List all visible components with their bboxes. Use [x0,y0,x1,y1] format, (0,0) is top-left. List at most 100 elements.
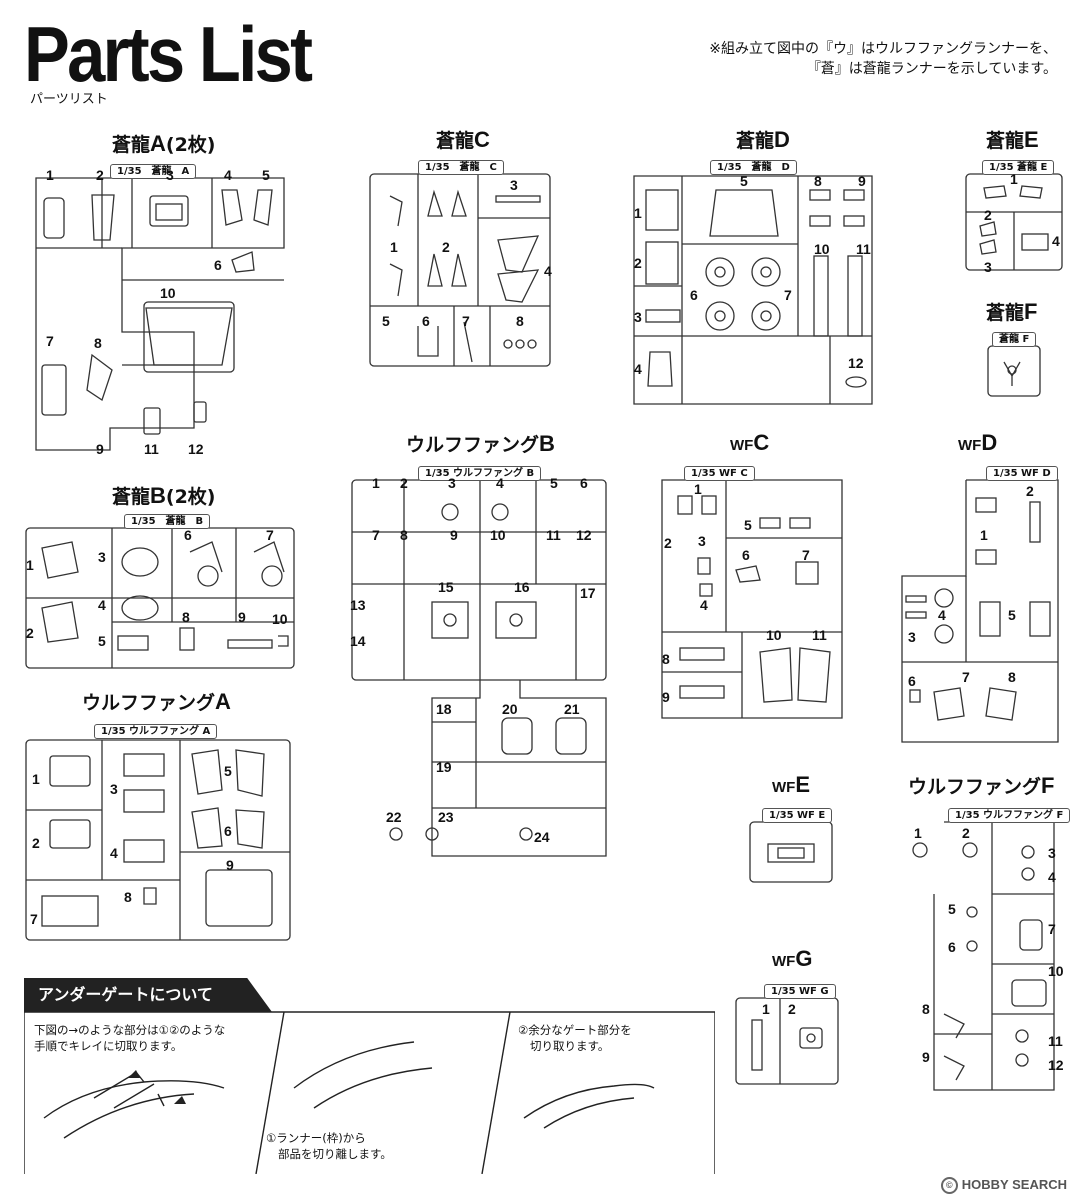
part-number: 2 [1026,483,1034,499]
part-number: 3 [98,549,106,565]
runner-note-line2: 『蒼』は蒼龍ランナーを示しています。 [806,61,1057,77]
part-number: 6 [908,673,916,689]
part-number: 8 [1008,669,1016,685]
part-number: 3 [1048,845,1056,861]
part-number: 11 [856,241,871,257]
part-number: 1 [914,825,922,841]
part-number: 4 [496,475,504,491]
part-number: 3 [110,781,118,797]
part-number: 22 [386,809,402,825]
runner-note-line1: ※組み立て図中の『ウ』はウルフファングランナーを、 [709,41,1057,57]
runner-title-letter: D [774,127,790,152]
part-number: 6 [580,475,588,491]
part-number: 10 [766,627,782,643]
part-number: 1 [26,557,34,573]
runner-title-letter: A [150,131,166,156]
runner-tag: 蒼龍 F [992,332,1037,347]
part-number: 7 [462,313,470,329]
copyright-icon: © [940,1177,958,1194]
part-number: 9 [238,609,246,625]
part-number: 9 [226,857,234,873]
part-number: 17 [580,585,596,601]
part-number: 24 [534,829,550,845]
runner-title-prefix: WF [772,953,796,970]
runner-wolf-a: 1/35 ウルフファング A 1 2 3 4 5 6 7 8 9 [24,720,296,950]
part-number: 2 [26,625,34,641]
part-number: 6 [948,939,956,955]
part-number: 8 [516,313,524,329]
part-number: 8 [662,651,670,667]
part-number: 6 [224,823,232,839]
runner-soryu-b: 1/35 蒼龍 B 1 2 3 4 5 6 7 8 9 10 [22,512,302,672]
runner-tag: 1/35 蒼龍 C [418,160,504,175]
runner-title-letter: C [753,430,770,455]
part-number: 12 [1048,1057,1064,1073]
part-number: 4 [1052,233,1060,249]
part-number: 3 [448,475,456,491]
part-number: 8 [922,1001,930,1017]
runner-soryu-d: 1/35 蒼龍 D 1 2 3 4 5 6 7 8 9 10 11 12 [630,156,880,408]
part-number: 7 [30,911,38,927]
runner-tag: 1/35 WF C [684,466,755,481]
part-number: 1 [980,527,988,543]
runner-title-soryu-c: 蒼龍C [436,126,490,153]
part-number: 4 [634,361,642,377]
part-number: 10 [814,241,830,257]
part-number: 7 [372,527,380,543]
runner-wolf-b: 1/35 ウルフファング B 1 2 3 4 5 6 7 8 9 10 11 1… [350,462,612,858]
runner-title-letter: B [539,431,555,456]
part-number: 3 [984,259,992,275]
runner-title-wolf-a: ウルフファングA [82,688,231,715]
runner-title-prefix: ウルフファング [406,434,540,456]
runner-title-prefix: WF [772,779,796,796]
runner-frame [661,479,843,719]
runner-title-soryu-d: 蒼龍D [736,126,790,153]
part-number: 6 [690,287,698,303]
part-number: 21 [564,701,580,717]
runner-wf-d: 1/35 WF D 1 2 3 4 5 6 7 8 [900,462,1066,746]
undergate-panel [24,1011,715,1174]
part-number: 2 [634,255,642,271]
part-number: 11 [144,441,159,457]
part-number: 15 [438,579,454,595]
part-number: 3 [510,177,518,193]
runner-tag: 1/35 WF E [762,808,833,823]
part-number: 8 [814,173,822,189]
part-number: 4 [110,845,118,861]
part-number: 4 [700,597,708,613]
runner-wolf-f: 1/35 ウルフファング F 1 2 3 4 5 6 7 8 9 10 11 1… [904,804,1071,1096]
part-number: 7 [962,669,970,685]
part-number: 5 [98,633,106,649]
runner-title-wf-c: WFC [730,430,769,456]
runner-wf-e: 1/35 WF E [748,804,838,886]
part-number: 12 [848,355,864,371]
part-number: 4 [1048,869,1056,885]
runner-title-suffix: (2枚) [165,486,216,508]
part-number: 5 [550,475,558,491]
part-number: 19 [436,759,452,775]
runner-tag: 1/35 蒼龍 D [710,160,797,175]
runner-title-soryu-a: 蒼龍A(2枚) [112,130,216,157]
runner-title-letter: G [795,946,813,971]
part-number: 10 [1048,963,1064,979]
page-subtitle: パーツリスト [30,92,108,107]
part-number: 16 [514,579,530,595]
part-number: 8 [400,527,408,543]
part-number: 9 [96,441,104,457]
part-number: 9 [922,1049,930,1065]
runner-title-prefix: 蒼龍 [736,130,775,152]
part-number: 1 [390,239,398,255]
runner-soryu-e: 1/35 蒼龍 E 1 2 3 4 [964,156,1070,274]
runner-soryu-f: 蒼龍 F [986,328,1046,400]
watermark: ©HOBBY SEARCH [940,1177,1067,1194]
runner-title-letter: F [1041,773,1055,798]
part-number: 6 [422,313,430,329]
part-number: 2 [442,239,450,255]
runner-title-wf-d: WFD [958,430,997,456]
part-number: 13 [350,597,366,613]
runner-frame [912,821,1055,1091]
undergate-text1-line1: 下図の→のような部分は①②のような [34,1023,226,1037]
runner-frame [965,173,1063,271]
runner-tag: 1/35 蒼龍 E [982,160,1055,175]
undergate-step1-line1: ①ランナー(枠)から [266,1131,366,1145]
